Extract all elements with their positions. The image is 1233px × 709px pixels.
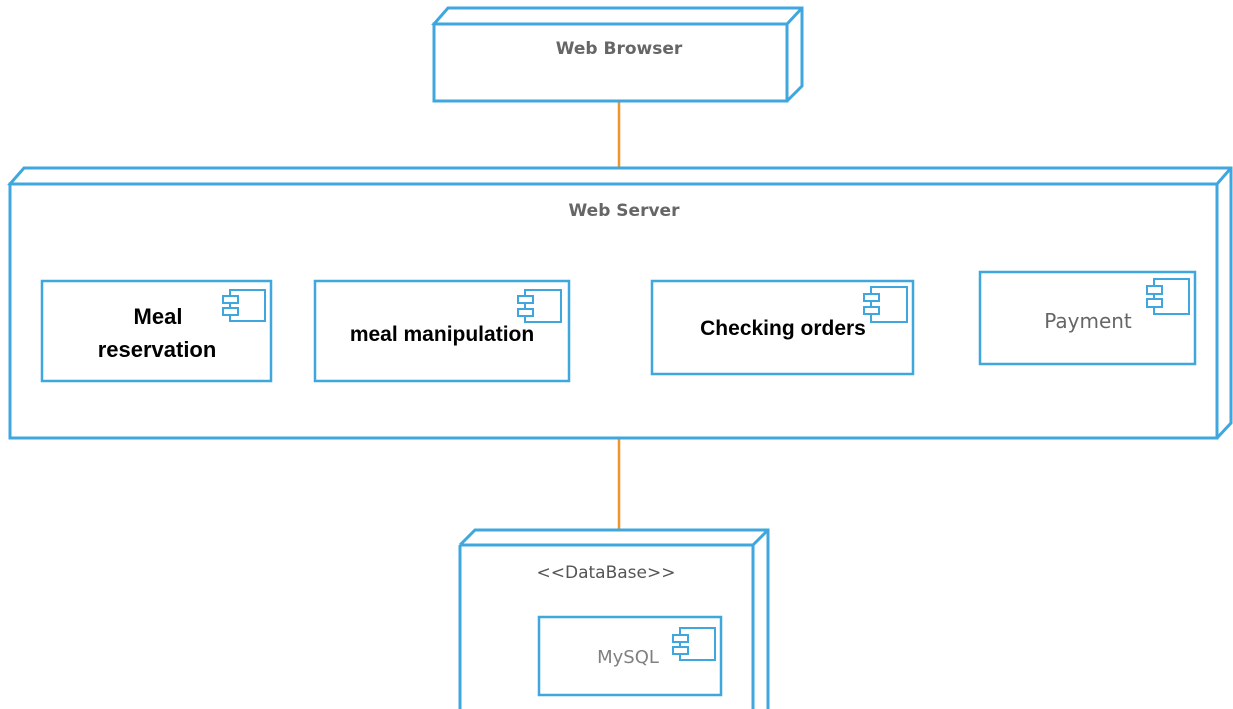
- component-icon: [222, 289, 266, 322]
- meal-manipulation-label: meal manipulation: [350, 323, 534, 346]
- meal-reservation-label-line1: Meal: [134, 304, 183, 329]
- web-browser-node[interactable]: Web Browser: [431, 6, 804, 103]
- meal-reservation-label-line2: reservation: [98, 337, 217, 362]
- meal-reservation-component[interactable]: Meal reservation: [40, 279, 273, 383]
- component-icon: [1146, 278, 1190, 315]
- payment-component[interactable]: Payment: [978, 270, 1197, 366]
- mysql-component[interactable]: MySQL: [537, 615, 723, 697]
- checking-orders-label: Checking orders: [700, 317, 866, 340]
- database-node[interactable]: <<DataBase>>: [458, 528, 770, 709]
- component-icon: [517, 289, 562, 323]
- database-label: <<DataBase>>: [537, 563, 676, 583]
- web-browser-label: Web Browser: [556, 39, 683, 59]
- checking-orders-component[interactable]: Checking orders: [650, 279, 915, 376]
- meal-manipulation-component[interactable]: meal manipulation: [313, 279, 571, 383]
- component-icon: [863, 286, 908, 323]
- mysql-label: MySQL: [597, 647, 659, 668]
- component-icon: [672, 627, 716, 661]
- payment-label: Payment: [1044, 309, 1132, 333]
- web-server-label: Web Server: [569, 201, 681, 221]
